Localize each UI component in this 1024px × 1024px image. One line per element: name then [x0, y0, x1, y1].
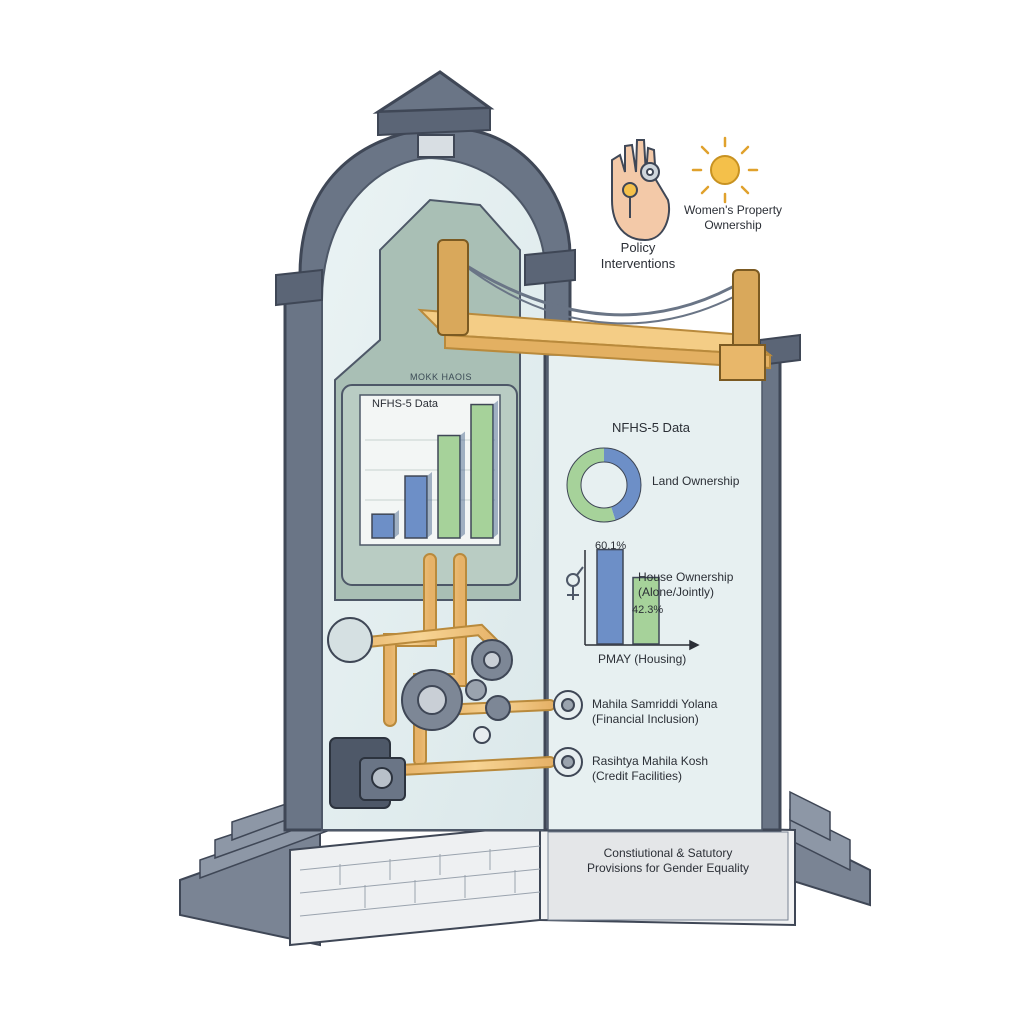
tower-bar-side — [493, 400, 498, 538]
house-ownership-chart-axes — [584, 550, 700, 651]
foundation-label: Constiutional & Satutory Provisions for … — [586, 846, 750, 875]
tower-bar-side — [427, 472, 432, 538]
pmay-label: PMAY (Housing) — [598, 652, 687, 666]
donut-outline — [566, 447, 642, 523]
tower-bar — [470, 403, 494, 539]
policy-interventions-label: Policy Interventions — [600, 240, 676, 271]
house-ownership-bar — [632, 576, 660, 645]
bar-value-1: 60.1% — [595, 540, 627, 552]
base-steps-right — [789, 790, 871, 907]
house-ownership-label: House Ownership (Alone/Jointly) — [638, 570, 734, 599]
tower-bar — [437, 434, 461, 539]
land-ownership-label: Land Ownership — [652, 474, 740, 488]
scheme-2-label: Rasihtya Mahila Kosh (Credit Facilities) — [592, 754, 709, 783]
house-ownership-bar — [596, 548, 624, 645]
scheme-badge-icon — [553, 690, 583, 720]
tower-bar-side — [394, 510, 399, 538]
tower-bar — [371, 513, 395, 539]
womens-property-ownership-label: Women's Property Ownership — [683, 203, 783, 232]
panel-title: NFHS-5 Data — [612, 420, 691, 435]
tower-bar-chart — [371, 400, 498, 539]
tower-bar-side — [460, 431, 465, 538]
sun-icon — [691, 136, 759, 204]
donut-slice — [603, 448, 641, 521]
donut-inner-outline — [580, 461, 628, 509]
land-ownership-donut — [566, 447, 642, 523]
gender-symbol-icon — [566, 566, 584, 600]
hand-with-key-icon — [611, 139, 670, 242]
motor-unit — [329, 737, 406, 809]
tower-chart-header: MOKK HAOIS — [410, 372, 473, 382]
inner-tower — [334, 198, 521, 601]
tower-bar — [404, 475, 428, 539]
scheme-1-label: Mahila Samriddi Yolana (Financial Inclus… — [592, 697, 718, 726]
bar-value-2: 42.3% — [632, 604, 664, 616]
scheme-badge-icon — [553, 747, 583, 777]
bridge-beam — [417, 239, 774, 381]
gear-cluster — [327, 617, 513, 744]
gear-icon — [640, 162, 660, 182]
foundation-wall — [289, 823, 796, 947]
house-ownership-bars — [596, 548, 660, 645]
donut-slice — [567, 448, 616, 522]
tower-chart-title: NFHS-5 Data — [372, 398, 439, 410]
